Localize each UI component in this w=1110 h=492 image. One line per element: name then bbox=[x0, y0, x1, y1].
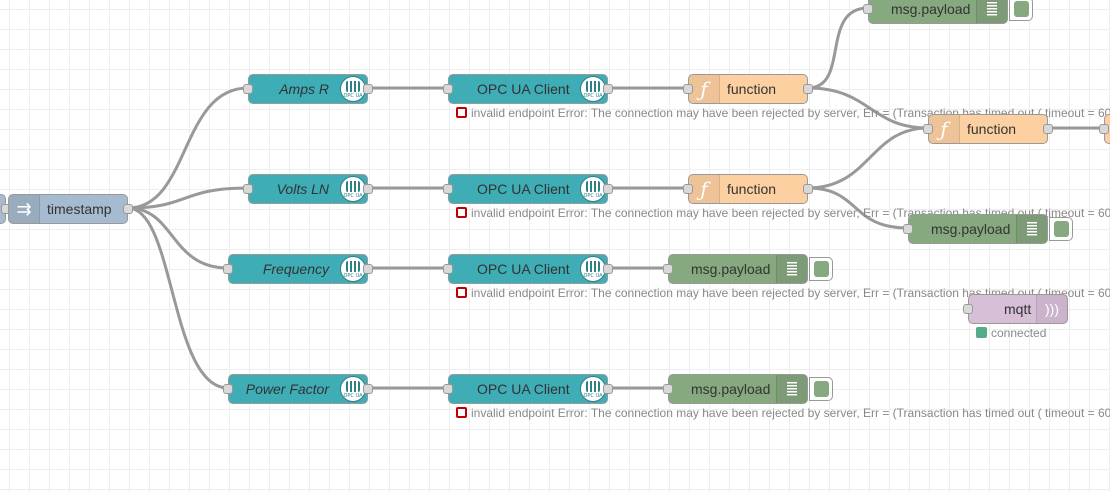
input-port[interactable] bbox=[1099, 124, 1109, 134]
input-port[interactable] bbox=[223, 384, 233, 394]
node-label: msg.payload bbox=[691, 381, 771, 397]
input-port[interactable] bbox=[223, 264, 233, 274]
node-label: Frequency bbox=[262, 261, 329, 277]
function-node-3[interactable]: ƒ function bbox=[923, 114, 1053, 144]
output-port[interactable] bbox=[803, 184, 813, 194]
output-port[interactable] bbox=[603, 384, 613, 394]
wire-function1-debug bbox=[807, 6, 869, 90]
output-port[interactable] bbox=[603, 184, 613, 194]
debug-node-power-factor[interactable]: msg.payload bbox=[663, 374, 833, 404]
node-label: OPC UA Client bbox=[477, 181, 570, 197]
inject-node-timestamp[interactable]: ⇉ timestamp bbox=[8, 194, 133, 224]
debug-toggle-button[interactable] bbox=[809, 257, 833, 281]
opcua-client-node-1[interactable]: OPC UA Client OPC UA bbox=[443, 74, 613, 104]
error-status-icon bbox=[456, 107, 467, 118]
wire-inject-volts bbox=[127, 186, 249, 210]
offscreen-node-stub-right[interactable] bbox=[1099, 114, 1110, 144]
node-label: OPC UA Client bbox=[477, 381, 570, 397]
wire-function2-function3 bbox=[807, 126, 929, 190]
function-icon: ƒ bbox=[689, 75, 720, 103]
function-icon: ƒ bbox=[929, 115, 960, 143]
error-status-icon bbox=[456, 407, 467, 418]
node-label: msg.payload bbox=[691, 261, 771, 277]
input-port[interactable] bbox=[443, 384, 453, 394]
opcua-icon: OPC UA bbox=[340, 176, 366, 202]
output-port[interactable] bbox=[363, 384, 373, 394]
debug-lines-icon bbox=[1016, 215, 1047, 243]
debug-toggle-button[interactable] bbox=[1009, 0, 1033, 21]
input-port[interactable] bbox=[443, 264, 453, 274]
debug-node-top[interactable]: msg.payload bbox=[863, 0, 1033, 24]
inject-arrow-icon: ⇉ bbox=[9, 195, 40, 223]
input-port[interactable] bbox=[903, 224, 913, 234]
output-port[interactable] bbox=[603, 84, 613, 94]
wire-function1-function3 bbox=[807, 86, 929, 130]
function-node-1[interactable]: ƒ function bbox=[683, 74, 813, 104]
input-port[interactable] bbox=[963, 304, 973, 314]
opcua-item-node-frequency[interactable]: Frequency OPC UA bbox=[223, 254, 373, 284]
wire-inject-amps bbox=[127, 86, 249, 210]
opcua-client-node-4[interactable]: OPC UA Client OPC UA bbox=[443, 374, 613, 404]
node-label: function bbox=[727, 81, 777, 97]
node-label: Power Factor bbox=[245, 381, 329, 397]
debug-lines-icon bbox=[976, 0, 1007, 23]
node-label: mqtt bbox=[1004, 301, 1032, 317]
debug-lines-icon bbox=[776, 375, 807, 403]
output-port[interactable] bbox=[803, 84, 813, 94]
output-port[interactable] bbox=[123, 204, 133, 214]
opcua-item-node-volts-ln[interactable]: Volts LN OPC UA bbox=[243, 174, 373, 204]
opcua-icon: OPC UA bbox=[340, 76, 366, 102]
error-status-icon bbox=[456, 287, 467, 298]
opcua-client-node-3[interactable]: OPC UA Client OPC UA bbox=[443, 254, 613, 284]
debug-node-mid[interactable]: msg.payload bbox=[903, 214, 1073, 244]
input-port[interactable] bbox=[663, 264, 673, 274]
function-node-2[interactable]: ƒ function bbox=[683, 174, 813, 204]
node-label: OPC UA Client bbox=[477, 261, 570, 277]
wire-inject-powerfactor bbox=[127, 206, 229, 390]
input-port[interactable] bbox=[683, 84, 693, 94]
output-port[interactable] bbox=[363, 84, 373, 94]
opcua-item-node-amps-r[interactable]: Amps R OPC UA bbox=[243, 74, 373, 104]
mqtt-node[interactable]: mqtt ))) bbox=[963, 294, 1068, 324]
input-port[interactable] bbox=[243, 184, 253, 194]
output-port[interactable] bbox=[1043, 124, 1053, 134]
opcua-icon: OPC UA bbox=[580, 256, 606, 282]
input-port[interactable] bbox=[683, 184, 693, 194]
opcua-icon: OPC UA bbox=[580, 376, 606, 402]
function-icon: ƒ bbox=[689, 175, 720, 203]
opcua-client-node-2[interactable]: OPC UA Client OPC UA bbox=[443, 174, 613, 204]
opcua-icon: OPC UA bbox=[340, 256, 366, 282]
opcua-icon: OPC UA bbox=[580, 76, 606, 102]
mqtt-wave-icon: ))) bbox=[1036, 295, 1067, 323]
error-status-icon bbox=[456, 207, 467, 218]
debug-lines-icon bbox=[776, 255, 807, 283]
input-port[interactable] bbox=[443, 184, 453, 194]
node-label: timestamp bbox=[47, 201, 112, 217]
opcua-item-node-power-factor[interactable]: Power Factor OPC UA bbox=[223, 374, 373, 404]
node-label: Volts LN bbox=[276, 181, 329, 197]
connected-status-icon bbox=[976, 327, 987, 338]
output-port[interactable] bbox=[363, 264, 373, 274]
output-port[interactable] bbox=[603, 264, 613, 274]
wire-inject-frequency bbox=[127, 206, 229, 270]
output-port[interactable] bbox=[363, 184, 373, 194]
debug-toggle-button[interactable] bbox=[809, 377, 833, 401]
input-port[interactable] bbox=[663, 384, 673, 394]
node-label: msg.payload bbox=[891, 1, 971, 17]
node-label: Amps R bbox=[279, 81, 329, 97]
input-port[interactable] bbox=[923, 124, 933, 134]
node-label: msg.payload bbox=[931, 221, 1011, 237]
input-port[interactable] bbox=[443, 84, 453, 94]
node-label: function bbox=[727, 181, 777, 197]
node-label: OPC UA Client bbox=[477, 81, 570, 97]
node-label: function bbox=[967, 121, 1017, 137]
input-port[interactable] bbox=[243, 84, 253, 94]
wire-function2-debug bbox=[807, 186, 909, 230]
debug-node-frequency[interactable]: msg.payload bbox=[663, 254, 833, 284]
debug-toggle-button[interactable] bbox=[1049, 217, 1073, 241]
input-port[interactable] bbox=[863, 4, 873, 14]
offscreen-node-stub[interactable] bbox=[0, 194, 11, 224]
